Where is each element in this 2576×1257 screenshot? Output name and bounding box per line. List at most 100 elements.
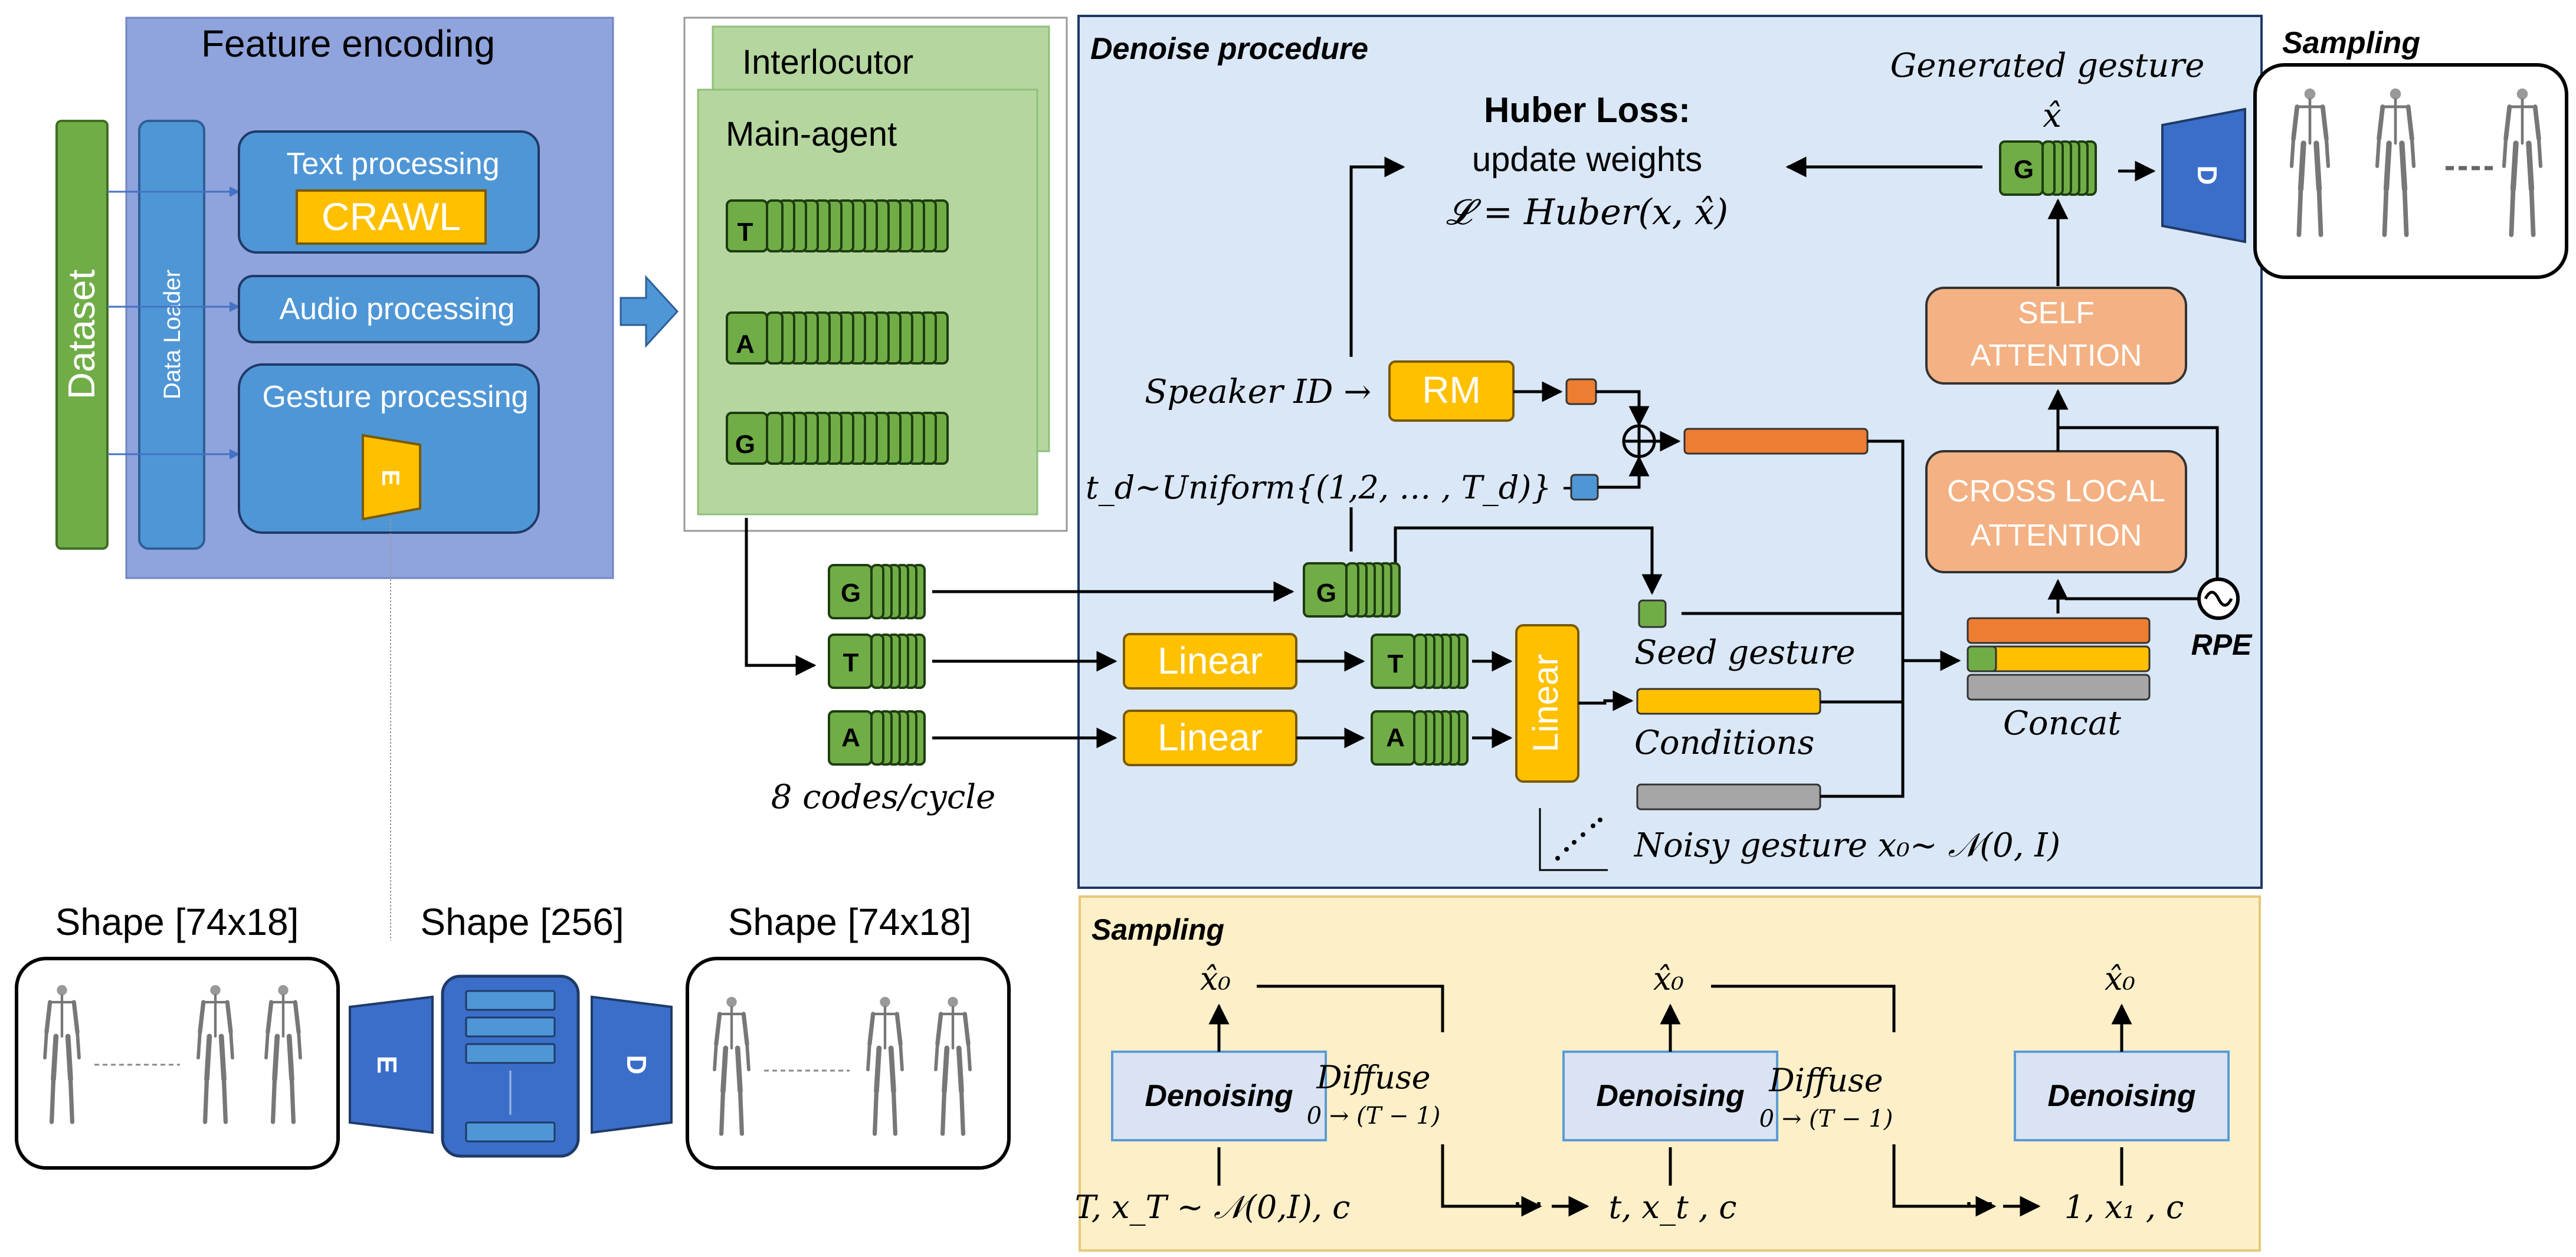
skeleton-figures-bottom: [43, 985, 972, 1136]
dataset-label: Dataset: [60, 270, 103, 400]
sampling-input-1: T, x_T ~ 𝒩(0,I), c: [1075, 1189, 1351, 1226]
decoder-shape: [2161, 107, 2246, 244]
diffuse-label-2: Diffuse: [1768, 1062, 1883, 1099]
mid-token-g: G: [1316, 579, 1336, 608]
right-shape-label: Shape [74x18]: [728, 901, 972, 943]
x0-hat-3: x̂₀: [2105, 960, 2135, 997]
huber-title: Huber Loss:: [1484, 90, 1690, 130]
linear-t-label: Linear: [1158, 639, 1263, 682]
skeleton-right-3: [934, 997, 972, 1136]
mid-t-card-1: [1413, 634, 1427, 689]
denoising-box-3: [2014, 1051, 2230, 1141]
gesture-encoder-shape: [362, 434, 421, 521]
decoder-label: D: [2192, 165, 2223, 185]
timestep-label: t_d~Uniform{(1,2, … , T_d)} →: [1086, 469, 1588, 506]
cross-attention-line1: CROSS LOCAL: [1947, 474, 2165, 508]
conditions-bar: [1636, 688, 1821, 715]
skeleton-right-1: [713, 997, 750, 1136]
concat-seed: [1967, 645, 1997, 672]
middle-token-group: [1303, 562, 1469, 766]
data-loader-bar: [138, 120, 205, 550]
agent-token-a: A: [736, 330, 755, 359]
concat-orange: [1967, 617, 2151, 644]
mid-a-card-1: [1413, 710, 1427, 766]
left-shape-frame: [15, 957, 340, 1170]
stream-t-card-0: [828, 634, 873, 689]
right-shape-frame: [686, 957, 1011, 1170]
sampling-input-2: t, x_t , c: [1609, 1189, 1737, 1226]
stream-token-t: T: [843, 648, 859, 677]
denoising-box-2: [1562, 1051, 1778, 1141]
diffuse-range-2: 0 → (T − 1): [1759, 1105, 1893, 1133]
stream-token-group: [828, 564, 926, 766]
agent-a-card-0: [726, 311, 768, 365]
generated-token-group: [1999, 140, 2097, 196]
noise-plot-icon: [1539, 808, 1608, 871]
mid-shape-label: Shape [256]: [420, 901, 624, 943]
concat-label: Concat: [2003, 704, 2121, 743]
stream-token-g: G: [841, 579, 861, 608]
combined-embedding: [1683, 428, 1869, 455]
stream-t-card-1: [870, 634, 884, 689]
gen-g-card-1: [2041, 140, 2056, 196]
skeleton-top-1: [2289, 88, 2331, 237]
sampling-input-3: 1, x₁ , c: [2064, 1189, 2184, 1226]
mid-token-t: T: [1388, 649, 1404, 678]
denoising-box-1: [1111, 1051, 1327, 1141]
sampling-top-title: Sampling: [2282, 26, 2420, 60]
huber-formula: 𝓛 = Huber(x, x̂): [1446, 192, 1728, 233]
mid-g-card-1: [1345, 562, 1359, 618]
seed-gesture-label: Seed gesture: [1634, 634, 1856, 672]
self-attention-line1: SELF: [2018, 296, 2095, 330]
ellipsis-1: ⋯: [1512, 1186, 1544, 1221]
agent-token-t: T: [738, 218, 753, 247]
crawl-label: CRAWL: [322, 195, 461, 238]
self-attention-line2: ATTENTION: [1971, 339, 2142, 373]
gen-g-card-0: [1999, 140, 2044, 196]
seed-token: [1638, 599, 1667, 628]
huber-sub: update weights: [1472, 140, 1702, 179]
feature-encoding-title: Feature encoding: [201, 22, 495, 65]
skeleton-left-2: [196, 985, 234, 1124]
ellipsis-2: ⋯: [1964, 1186, 1995, 1221]
noise-dots-icon: [1555, 818, 1602, 861]
main-agent-label: Main-agent: [726, 115, 897, 153]
shape-encoder-label: E: [372, 1056, 402, 1074]
agent-g-card-0: [726, 412, 768, 465]
agent-token-g: G: [735, 430, 755, 459]
agent-g-card-1: [766, 412, 784, 465]
rpe-label: RPE: [2191, 628, 2253, 661]
shape-encoder: [349, 995, 434, 1134]
timestep-embedding: [1570, 474, 1599, 501]
shape-decoder-label: D: [621, 1055, 652, 1074]
codes-per-cycle-label: 8 codes/cycle: [771, 778, 996, 816]
x0-hat-2: x̂₀: [1653, 960, 1684, 997]
mid-token-a: A: [1386, 723, 1405, 752]
generated-token-g: G: [2014, 155, 2034, 184]
diffuse-label-1: Diffuse: [1316, 1059, 1430, 1096]
agent-token-group: [726, 199, 949, 465]
left-shape-label: Shape [74x18]: [55, 901, 299, 943]
skeleton-figures-top: [2289, 88, 2543, 237]
agent-a-card-1: [766, 311, 784, 365]
dataset-bar: [55, 120, 109, 550]
cross-local-attention-box: [1925, 450, 2187, 573]
self-attention-box: [1925, 287, 2187, 385]
agent-t-card-1: [766, 199, 784, 252]
conditions-label: Conditions: [1634, 724, 1814, 762]
sampling-top-frame: [2253, 63, 2568, 279]
skeleton-left-1: [43, 985, 81, 1124]
mid-a-card-0: [1371, 710, 1415, 766]
audio-processing-label: Audio processing: [280, 292, 515, 326]
sampling-title: Sampling: [1092, 913, 1224, 946]
diffuse-range-1: 0 → (T − 1): [1307, 1102, 1441, 1130]
audio-processing-box: [238, 275, 540, 343]
noisy-gesture-label: Noisy gesture x₀~ 𝒩(0, I): [1633, 826, 2060, 865]
agent-t-card-0: [726, 199, 768, 252]
skeleton-left-3: [264, 985, 302, 1124]
linear-vertical-label: Linear: [1526, 654, 1565, 753]
text-processing-label: Text processing: [286, 147, 499, 181]
crawl-box: [296, 189, 487, 245]
skeleton-top-2: [2375, 88, 2416, 237]
